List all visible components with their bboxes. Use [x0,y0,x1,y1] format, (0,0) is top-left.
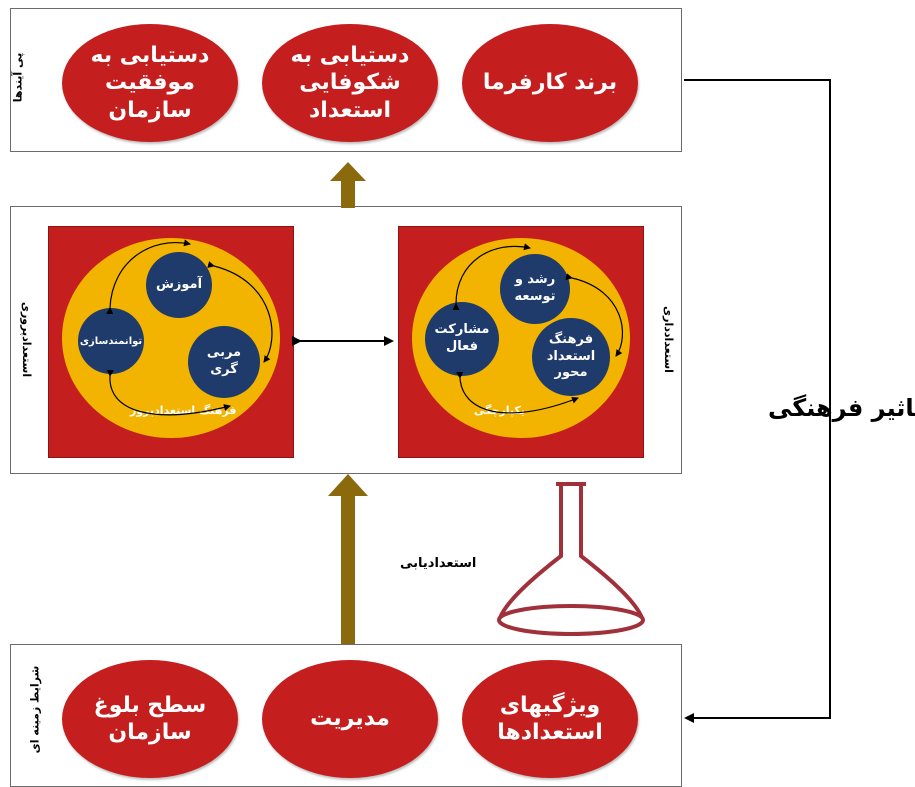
talent-development-side-label: استعدادپروری [20,301,34,378]
circle-training: آموزش [146,252,212,318]
context-talent-characteristics: ویژگیهای استعدادها [462,660,638,778]
context-management: مدیریت [262,660,438,778]
outcome-organization-success: دستیابی به موفقیت سازمان [62,24,238,142]
context-organization-maturity: سطح بلوغ سازمان [62,660,238,778]
talent-development-culture-label: فرهنگ استعدادپرور [130,404,237,417]
upward-arrow-top [330,162,366,208]
context-side-label: شرایط زمینه ای [28,665,42,754]
integration-label: یکپارچگی [474,404,525,417]
outcome-talent-flourishing: دستیابی به شکوفایی استعداد [262,24,438,142]
circle-active-participation: مشارکت فعال [425,302,499,376]
circle-growth: رشد و توسعه [500,254,570,324]
circle-coaching: مربی گری [188,326,260,398]
talent-finding-label: استعدادیابی [400,556,477,571]
circle-empowerment: توانمندسازی [78,308,144,374]
circle-talent-centered-culture: فرهنگ استعداد محور [532,318,610,396]
outcome-employer-brand: برند کارفرما [462,24,638,142]
talent-retention-side-label: استعدادداری [661,306,675,373]
upward-arrow-bottom [328,474,368,644]
cultural-impact-label: تاثیر فرهنگی [768,394,915,422]
outcomes-side-label: پی آیندها [11,52,25,103]
funnel-icon [497,482,645,636]
